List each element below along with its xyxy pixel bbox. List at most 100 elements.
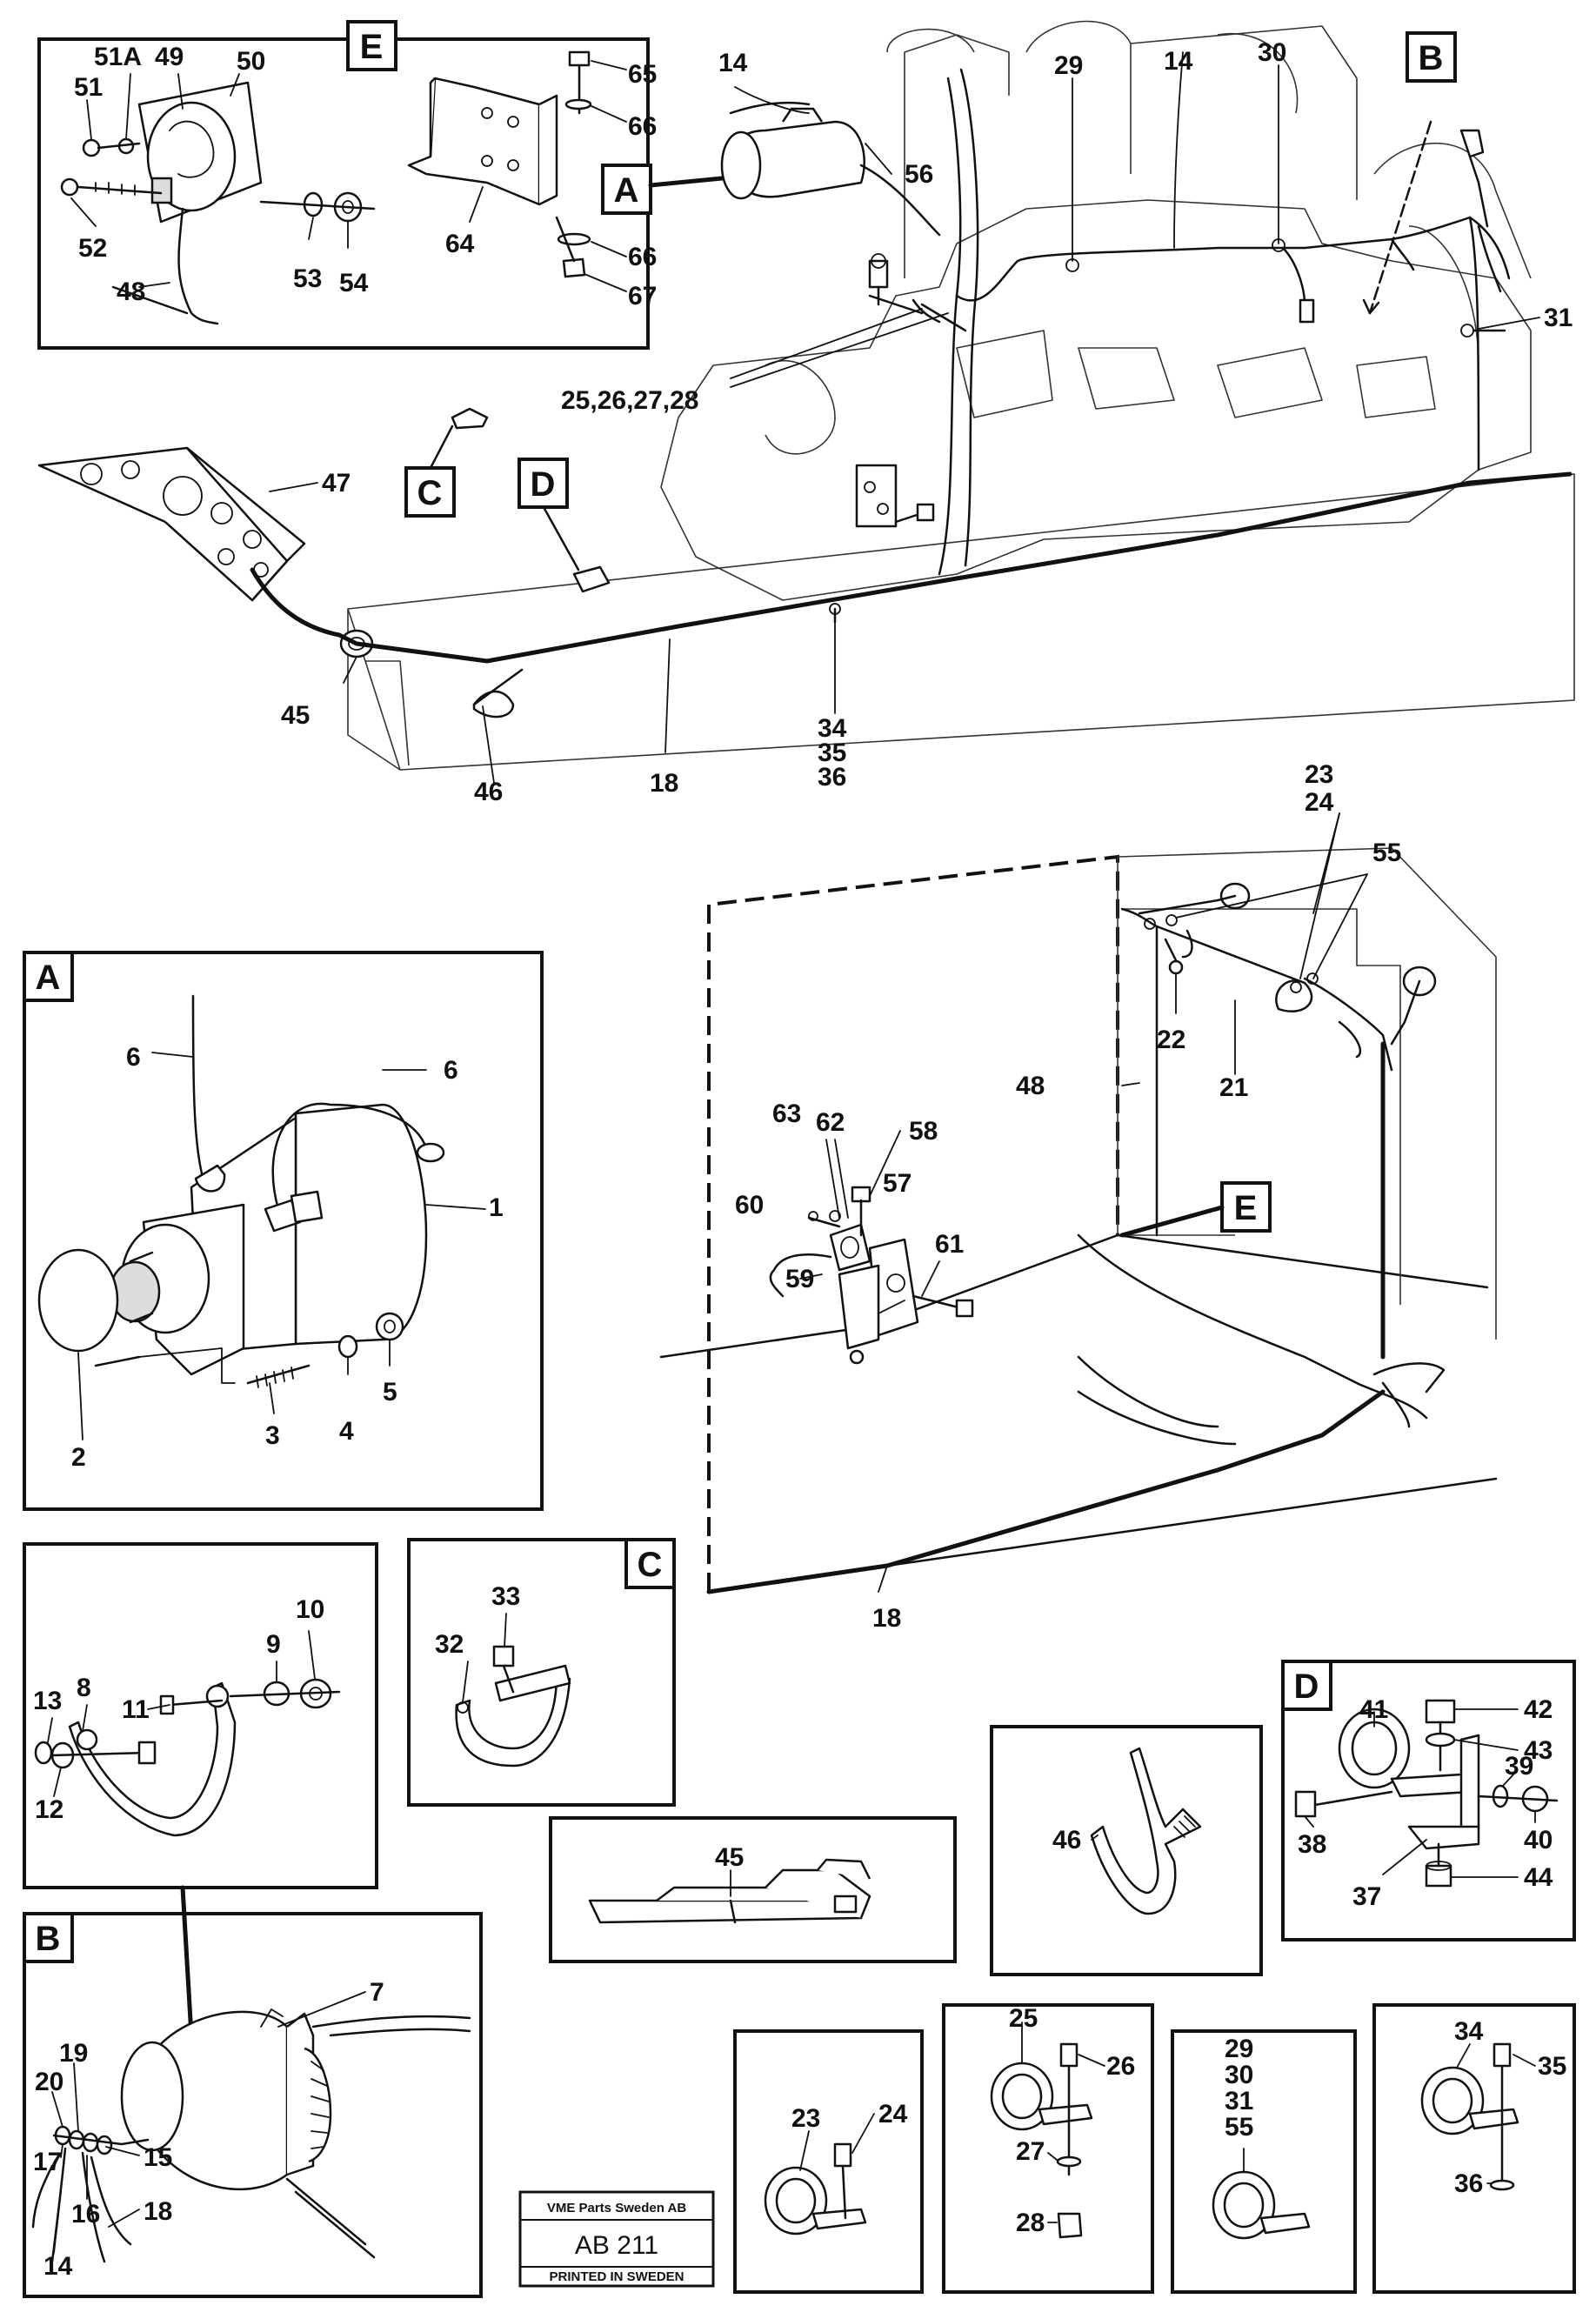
part-number: 34 [818,714,847,743]
part-number: 31 [1225,2087,1253,2115]
part-number: 28 [1016,2209,1045,2237]
footer-code: AB 211 [575,2231,658,2260]
part-number: 14 [1164,47,1193,76]
box-label-b: B [1419,39,1444,77]
inset-label-d: D [1294,1667,1319,1706]
part-number: 65 [628,60,657,89]
part-number: 5 [383,1378,397,1407]
part-number: 37 [1352,1882,1381,1911]
part-number: 4 [339,1417,354,1446]
part-number: 62 [816,1108,845,1137]
part-number: 27 [1016,2137,1045,2166]
part-number: 66 [628,112,657,141]
inset-clamp-23-24 [733,2029,924,2294]
inset-b [23,1912,483,2298]
footer-text: VME Parts Sweden AB AB 211 PRINTED IN SW… [547,2201,686,2284]
part-number: 46 [1052,1826,1081,1855]
part-number: 6 [444,1056,458,1085]
part-number: 63 [772,1099,801,1128]
part-number: 66 [628,243,657,271]
part-number: 35 [1538,2052,1566,2081]
callout-box-c [404,466,456,518]
part-number: 25 [1009,2004,1038,2033]
inset-label-e: E [360,28,384,66]
part-number: 13 [33,1687,62,1715]
part-number: 46 [474,778,503,806]
part-number: 23 [1305,760,1333,789]
part-number: 14 [43,2252,73,2281]
part-number: 6 [126,1043,141,1072]
part-number: 44 [1524,1863,1553,1892]
box-label-a: A [614,171,639,210]
part-number: 42 [1524,1695,1553,1724]
engine-overview [37,20,1575,771]
main-harness [250,68,1573,706]
part-number: 20 [35,2068,63,2096]
footer-company: VME Parts Sweden AB [547,2201,686,2215]
part-number: 50 [237,47,265,76]
part-number: 41 [1359,1695,1388,1724]
inset-label-c: C [638,1546,663,1584]
part-number: 51A [94,43,142,71]
box-label-e: E [1234,1189,1258,1227]
part-number: 49 [155,43,184,71]
callout-box-a [601,164,652,215]
leader-lines [47,51,1540,2254]
part-number: 19 [59,2039,88,2068]
inset-label-a: A [36,959,61,997]
part-number: 60 [735,1191,764,1220]
footer-box [518,2190,715,2288]
part-number: 64 [445,230,475,258]
part-numbers: 14 29 14 30 31 56 25,26,27,28 47 45 46 1… [33,38,1573,2281]
part-number: 18 [872,1604,901,1633]
part-number: 59 [785,1265,814,1293]
part-number: 1 [489,1193,504,1222]
part-number: 55 [1225,2113,1253,2142]
footer-printed: PRINTED IN SWEDEN [549,2269,684,2284]
part-number: 14 [718,49,748,77]
part-number: 30 [1225,2061,1253,2089]
part-number: 32 [435,1630,464,1659]
part-number: 58 [909,1117,938,1146]
callout-box-b [1406,31,1457,83]
inset-label-b: B [36,1920,61,1958]
part-number: 9 [266,1630,281,1659]
box-label-d: D [531,465,556,504]
callout-letters: E A B C D E A C B D [36,28,1444,1958]
part-number: 40 [1524,1826,1553,1855]
part-number: 26 [1106,2052,1135,2081]
part-number: 56 [905,160,933,189]
part-number: 48 [1016,1072,1045,1100]
part-number: 10 [296,1595,324,1624]
part-number: 3 [265,1421,280,1450]
part-number: 17 [33,2148,62,2176]
part-number: 23 [791,2104,820,2133]
part-number: 33 [491,1582,520,1611]
inset-a [23,951,544,1511]
part-number: 53 [293,264,322,293]
part-number: 67 [628,282,657,311]
inset-d [1281,1660,1576,1941]
part-number: 34 [1454,2017,1484,2046]
cab-section [659,847,1498,1594]
part-number: 30 [1258,38,1286,67]
part-number: 48 [117,277,145,306]
part-number: 15 [144,2143,172,2172]
inset-clamp-34-36 [1372,2003,1576,2294]
part-number: 36 [818,763,846,792]
inset-45 [549,1816,957,1963]
part-number: 39 [1505,1752,1533,1781]
part-number: 35 [818,738,846,767]
part-number: 18 [650,769,678,798]
part-number: 16 [71,2200,100,2229]
inset-46 [990,1725,1263,1976]
part-number: 55 [1372,839,1401,867]
inset-clamp-29-55 [1171,2029,1357,2294]
part-number: 54 [339,269,369,297]
part-number: 31 [1544,304,1573,332]
part-number: 24 [1305,788,1334,817]
part-number: 29 [1054,51,1083,80]
part-number: 11 [122,1695,150,1724]
part-number: 12 [35,1795,63,1824]
part-number: 2 [71,1443,86,1472]
